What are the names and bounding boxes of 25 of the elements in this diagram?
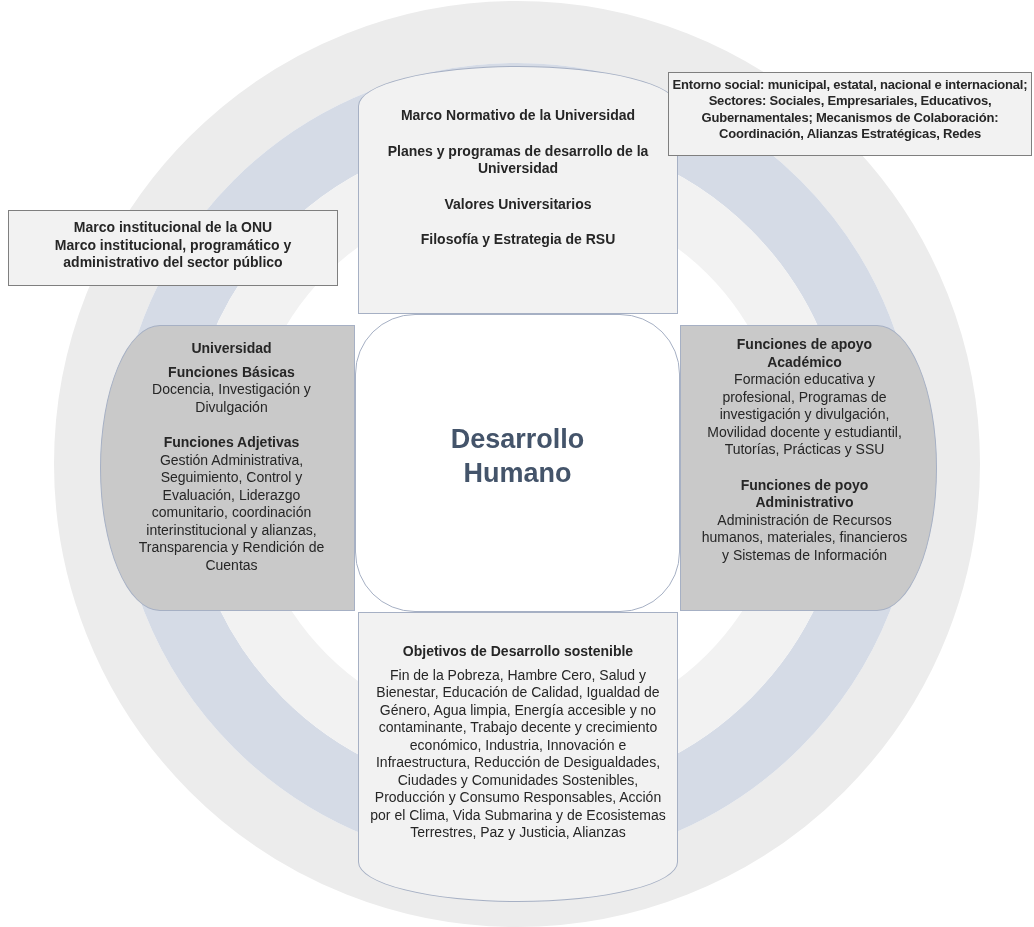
cylinder-band	[358, 612, 678, 902]
body-text: Fin de la Pobreza, Hambre Cero, Salud y Bienestar, Educación de Calidad, Igualdad de Género, Agua limpia, Energía accesible y no contaminante, Trabajo decente y crecimiento económico, Industria, Innovación e Infraestructura, Reducción de Desigualdades, Ciudades y Comunidades Sostenibles, Producción y Consumo Responsables, Acción por el Clima, Vida Submarina y de Ecosistemas Terrestres, Paz y Justicia, Alianzas	[369, 666, 667, 842]
center-panel	[355, 314, 680, 612]
heading: Marco Normativo de la Universidad	[400, 107, 636, 125]
heading: Funciones de apoyo Académico	[735, 336, 874, 371]
body-text: Gestión Administrativa, Seguimiento, Control y Evaluación, Liderazgo comunitario, coordinación interinstitucional y alianzas, Transparencia y Rendición de Cuentas	[137, 451, 326, 574]
heading: Filosofía y Estrategia de RSU	[420, 231, 616, 249]
heading: Funciones de poyo Administrativo	[739, 476, 870, 512]
heading: Funciones Básicas	[168, 363, 295, 381]
cylinder-band	[680, 325, 937, 611]
heading: Objetivos de Desarrollo sostenible	[402, 643, 634, 661]
body-text: Administración de Recursos humanos, materiales, financieros y Sistemas de Información	[700, 511, 909, 564]
heading: Desarrollo Humano	[449, 423, 586, 490]
heading: Funciones Adjetivas	[163, 434, 300, 452]
heading: Universidad	[191, 340, 272, 358]
cylinder-band	[100, 325, 355, 611]
heading: Marco institucional, programático y administrativo del sector público	[53, 236, 293, 272]
heading: Marco institucional de la ONU	[73, 219, 273, 237]
body-text: Docencia, Investigación y Divulgación	[151, 381, 312, 416]
text-box	[668, 72, 1032, 156]
text-box	[8, 210, 338, 286]
heading: Planes y programas de desarrollo de la Universidad	[386, 142, 650, 178]
heading: Valores Universitarios	[444, 195, 592, 213]
body-text: Formación educativa y profesional, Programas de investigación y divulgación, Movilidad docente y estudiantil, Tutorías, Prácticas y SSU	[706, 371, 903, 459]
heading: Entorno social: municipal, estatal, nacional e internacional; Sectores: Sociales, Empresariales, Educativos, Gubernamentales; Mecanismos de Colaboración: Coordinación, Alianzas Estratégicas, Redes	[671, 77, 1029, 142]
